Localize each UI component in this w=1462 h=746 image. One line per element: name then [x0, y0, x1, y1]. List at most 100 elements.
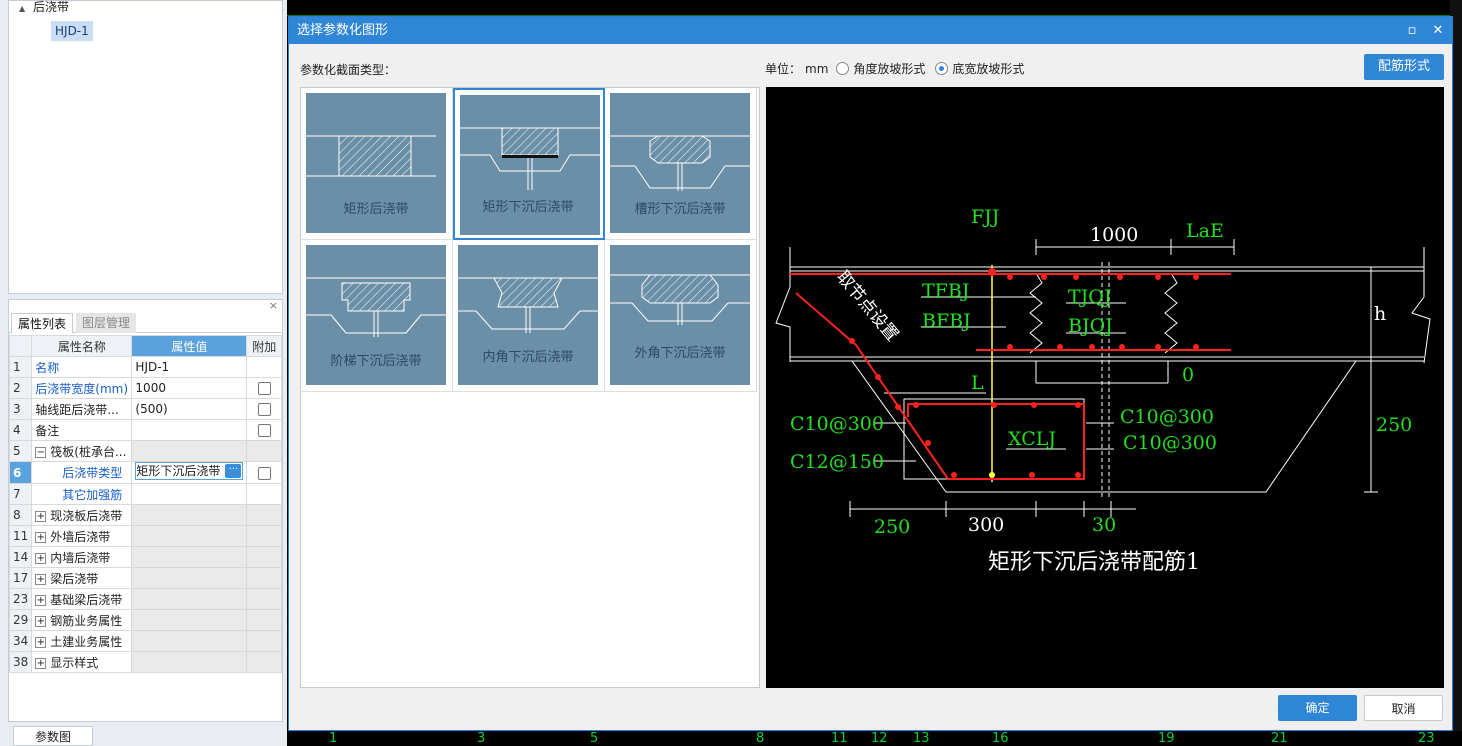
- row-value[interactable]: 1000: [131, 377, 248, 399]
- row-name-label: 钢筋业务属性: [50, 613, 123, 628]
- expand-icon[interactable]: +: [35, 531, 47, 543]
- axis-number: 5: [590, 731, 599, 746]
- tab-property-list[interactable]: 属性列表: [11, 313, 74, 333]
- table-row[interactable]: 5 −筏板(桩承台...: [8, 440, 282, 462]
- table-row[interactable]: 2 后浇带宽度(mm) 1000: [8, 377, 282, 399]
- radio-width-slope[interactable]: [935, 62, 949, 75]
- tree-node-parent[interactable]: ▲ 后浇带: [19, 0, 69, 17]
- row-number: 23: [8, 588, 33, 610]
- table-row[interactable]: 6 后浇带类型 矩形下沉后浇带···: [8, 461, 282, 484]
- row-value: [131, 651, 248, 673]
- table-row[interactable]: 29 +钢筋业务属性: [8, 609, 282, 631]
- expand-icon[interactable]: +: [35, 573, 47, 585]
- expand-icon[interactable]: +: [35, 657, 47, 669]
- label-c10-right-bottom: C10@300: [1123, 432, 1217, 454]
- extra-checkbox[interactable]: [257, 466, 271, 480]
- table-row[interactable]: 4 备注: [8, 419, 282, 441]
- row-value[interactable]: HJD-1: [131, 356, 248, 378]
- row-name[interactable]: +显示样式: [31, 651, 133, 673]
- expand-icon[interactable]: +: [35, 510, 47, 522]
- shape-thumb-groove-sunken[interactable]: 槽形下沉后浇带: [605, 88, 757, 240]
- extra-checkbox[interactable]: [257, 382, 271, 395]
- row-name[interactable]: +梁后浇带: [31, 567, 133, 589]
- row-name[interactable]: +土建业务属性: [31, 630, 133, 652]
- row-name[interactable]: −筏板(桩承台...: [31, 440, 133, 462]
- left-panel: ▲ 后浇带 HJD-1 × 属性列表 图层管理 属性名称 属性值: [0, 0, 287, 746]
- row-value: [131, 567, 248, 589]
- rebar-form-button[interactable]: 配筋形式: [1364, 54, 1444, 80]
- row-name-label: 内墙后浇带: [50, 550, 111, 565]
- diagram-caption: 矩形下沉后浇带配筋1: [988, 550, 1200, 575]
- header-blank: [8, 335, 33, 357]
- cad-right-edge: [1450, 0, 1462, 746]
- table-row[interactable]: 7 其它加强筋: [8, 483, 282, 505]
- row-extra: [246, 356, 282, 378]
- row-name[interactable]: +基础梁后浇带: [31, 588, 133, 610]
- extra-checkbox[interactable]: [257, 403, 271, 416]
- collapse-triangle-icon[interactable]: ▲: [19, 4, 26, 13]
- unit-options: 单位： mm 角度放坡形式 底宽放坡形式: [765, 60, 1024, 77]
- shape-thumb-svg: [458, 277, 598, 333]
- cancel-button[interactable]: 取消: [1364, 695, 1443, 721]
- shape-thumb-step-sunken[interactable]: 阶梯下沉后浇带: [301, 240, 453, 392]
- expand-icon[interactable]: +: [35, 615, 47, 627]
- row-value[interactable]: (500): [131, 398, 248, 420]
- ok-button[interactable]: 确定: [1278, 695, 1357, 721]
- table-row[interactable]: 1 名称 HJD-1: [8, 356, 282, 378]
- shape-thumb-rect-sunken[interactable]: 矩形下沉后浇带: [453, 88, 605, 240]
- radio-angle-slope[interactable]: [836, 62, 850, 75]
- shorthand-type-input[interactable]: 矩形下沉后浇带···: [135, 462, 244, 480]
- row-value: [131, 546, 248, 568]
- row-number: 38: [8, 651, 33, 673]
- row-name[interactable]: +钢筋业务属性: [31, 609, 133, 631]
- shape-thumb-image: [610, 245, 750, 385]
- expand-icon[interactable]: +: [35, 552, 47, 564]
- table-row[interactable]: 38 +显示样式: [8, 651, 282, 673]
- close-icon[interactable]: ×: [268, 299, 278, 312]
- row-value: [131, 440, 248, 462]
- row-value[interactable]: [131, 419, 248, 441]
- collapse-icon[interactable]: −: [35, 446, 47, 458]
- row-value[interactable]: 矩形下沉后浇带···: [131, 461, 248, 484]
- shape-thumb-rect[interactable]: 矩形后浇带: [301, 88, 453, 240]
- table-row[interactable]: 17 +梁后浇带: [8, 567, 282, 589]
- table-row[interactable]: 8 +现浇板后浇带: [8, 504, 282, 526]
- table-row[interactable]: 11 +外墙后浇带: [8, 525, 282, 547]
- row-name[interactable]: +内墙后浇带: [31, 546, 133, 568]
- radio-angle-label[interactable]: 角度放坡形式: [853, 62, 926, 76]
- row-name-label: 梁后浇带: [50, 571, 99, 586]
- expand-icon[interactable]: +: [35, 636, 47, 648]
- table-row[interactable]: 3 轴线距后浇带... (500): [8, 398, 282, 420]
- row-name[interactable]: +外墙后浇带: [31, 525, 133, 547]
- row-number: 17: [8, 567, 33, 589]
- property-panel: × 属性列表 图层管理 属性名称 属性值 附加: [8, 299, 283, 722]
- rebar-diagram: FJJ LaE TFBJ TJQJ BFBJ BJQJ L 0 C10@300 …: [775, 206, 1431, 575]
- preview-canvas: FJJ LaE TFBJ TJQJ BFBJ BJQJ L 0 C10@300 …: [766, 87, 1444, 688]
- row-name[interactable]: +现浇板后浇带: [31, 504, 133, 526]
- shape-gallery: 矩形后浇带 矩形下沉后浇带: [300, 87, 760, 688]
- close-icon[interactable]: ✕: [1432, 23, 1444, 38]
- unit-label: 单位：: [765, 62, 802, 76]
- extra-checkbox[interactable]: [257, 424, 271, 437]
- axis-number: 8: [756, 731, 765, 746]
- label-xclj: XCLJ: [1008, 428, 1056, 450]
- row-value[interactable]: [131, 483, 248, 505]
- table-row[interactable]: 23 +基础梁后浇带: [8, 588, 282, 610]
- shape-thumb-inner-angle-sunken[interactable]: 内角下沉后浇带: [453, 240, 605, 392]
- row-name: 轴线距后浇带...: [31, 398, 133, 420]
- tab-parameter-drawing[interactable]: 参数图: [13, 726, 93, 746]
- tree-node-selected[interactable]: HJD-1: [51, 21, 93, 41]
- tree-node-parent-label: 后浇带: [32, 0, 69, 14]
- maximize-icon[interactable]: ▫: [1407, 23, 1417, 38]
- expand-icon[interactable]: +: [35, 594, 47, 606]
- label-zero: 0: [1182, 364, 1194, 386]
- table-row[interactable]: 34 +土建业务属性: [8, 630, 282, 652]
- axis-number: 16: [992, 731, 1009, 746]
- tab-layer-management[interactable]: 图层管理: [76, 313, 137, 333]
- row-value: [131, 588, 248, 610]
- radio-width-label[interactable]: 底宽放坡形式: [952, 62, 1025, 76]
- more-icon[interactable]: ···: [225, 464, 242, 478]
- shape-thumb-outer-angle-sunken[interactable]: 外角下沉后浇带: [605, 240, 757, 392]
- table-row[interactable]: 14 +内墙后浇带: [8, 546, 282, 568]
